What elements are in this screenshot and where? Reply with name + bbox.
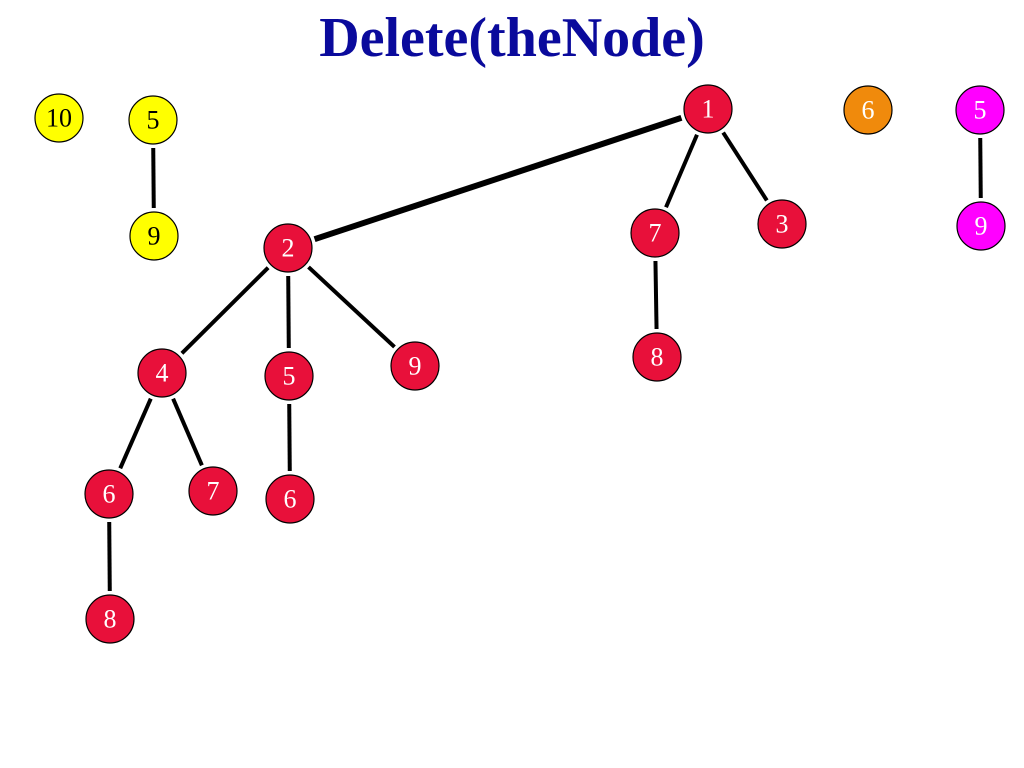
node-r2: 2 [263, 223, 313, 273]
node-circle [34, 93, 84, 143]
edges-layer [107, 114, 983, 592]
edge-r1-r7a [664, 133, 699, 209]
node-circle [137, 348, 187, 398]
node-circle [843, 85, 893, 135]
node-y9: 9 [129, 211, 179, 261]
node-circle [265, 474, 315, 524]
edge-r5-r6b [287, 403, 292, 472]
node-label: 7 [649, 219, 662, 248]
node-label: 9 [148, 222, 161, 251]
node-r1: 1 [683, 84, 733, 134]
node-y10: 10 [34, 93, 84, 143]
edge-r4-r7b [171, 397, 204, 467]
node-r4: 4 [137, 348, 187, 398]
node-circle [128, 95, 178, 145]
node-r8b: 8 [85, 594, 135, 644]
node-label: 5 [974, 96, 987, 125]
node-r5: 5 [264, 351, 314, 401]
edge-r6a-r8b [107, 521, 112, 592]
node-label: 10 [46, 104, 72, 133]
node-r7b: 7 [188, 466, 238, 516]
edge-r7a-r8a [653, 260, 659, 330]
node-label: 2 [282, 234, 295, 263]
node-m5: 5 [955, 85, 1005, 135]
node-circle [757, 199, 807, 249]
node-o6: 6 [843, 85, 893, 135]
nodes-layer: 10 5 9 1 2 7 3 8 4 5 9 6 7 6 8 6 5 9 [34, 84, 1006, 644]
node-circle [630, 208, 680, 258]
slide-title: Delete(theNode) [319, 7, 705, 69]
node-circle [188, 466, 238, 516]
node-label: 1 [702, 95, 715, 124]
edge-r1-r3 [721, 131, 769, 202]
node-label: 9 [975, 212, 988, 241]
node-circle [632, 332, 682, 382]
node-m9: 9 [956, 201, 1006, 251]
node-label: 9 [409, 352, 422, 381]
node-r3: 3 [757, 199, 807, 249]
node-circle [264, 351, 314, 401]
edge-r2-r5 [286, 275, 291, 349]
node-label: 8 [651, 343, 664, 372]
edge-r4-r6a [118, 397, 153, 470]
node-circle [263, 223, 313, 273]
node-r8a: 8 [632, 332, 682, 382]
node-circle [683, 84, 733, 134]
node-label: 5 [283, 362, 296, 391]
node-circle [129, 211, 179, 261]
node-label: 3 [776, 210, 789, 239]
node-circle [956, 201, 1006, 251]
node-circle [390, 341, 440, 391]
node-y5: 5 [128, 95, 178, 145]
node-label: 8 [104, 605, 117, 634]
node-label: 5 [147, 106, 160, 135]
node-circle [84, 469, 134, 519]
edge-m5-m9 [978, 137, 983, 199]
node-label: 6 [284, 485, 297, 514]
node-r9: 9 [390, 341, 440, 391]
node-r6a: 6 [84, 469, 134, 519]
edge-r1-r2 [313, 114, 683, 243]
node-r7a: 7 [630, 208, 680, 258]
node-label: 6 [862, 96, 875, 125]
node-r6b: 6 [265, 474, 315, 524]
edge-r2-r4 [180, 266, 270, 355]
edge-r2-r9 [307, 265, 396, 349]
node-label: 7 [207, 477, 220, 506]
node-circle [955, 85, 1005, 135]
node-label: 6 [103, 480, 116, 509]
node-circle [85, 594, 135, 644]
edge-y5-y9 [151, 147, 156, 209]
node-label: 4 [156, 359, 169, 388]
